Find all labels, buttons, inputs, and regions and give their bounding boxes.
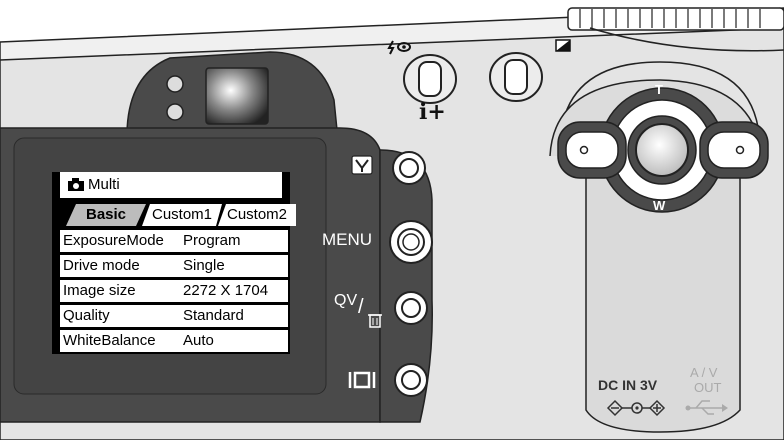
dc-in-label: DC IN 3V [598,377,658,393]
zoom-tele-label: T [655,82,663,97]
menu-row-drive-mode[interactable]: Drive mode Single [60,255,288,277]
qv-label: QV [334,292,358,309]
qv-slash: / [358,296,364,318]
camera-icon [68,178,84,191]
menu-row-white-balance[interactable]: WhiteBalance Auto [60,330,288,352]
zoom-wide-label: W [653,198,666,213]
menu-title: Multi [88,176,120,193]
exposure-compensation-button[interactable] [489,52,543,102]
menu-row-exposure-mode[interactable]: ExposureMode Program [60,230,288,252]
flash-mode-button[interactable] [403,54,457,104]
display-mode-icon [348,371,376,389]
tab-custom1[interactable]: Custom1 [142,204,222,226]
macro-button[interactable] [392,151,426,185]
display-button[interactable] [394,363,428,397]
zoom-center-button[interactable] [635,123,689,177]
menu-label: MENU [322,230,373,249]
exposure-comp-icon [555,39,571,52]
dc-in-polarity-icon [606,399,666,417]
trash-icon [368,314,382,328]
flash-redeye-icon [387,40,411,55]
menu-title-bar: Multi [60,172,282,198]
qv-delete-button[interactable] [394,291,428,325]
menu-tabs: Basic Custom1 Custom2 [60,204,296,226]
tab-basic[interactable]: Basic [66,204,146,226]
menu-button[interactable] [389,220,433,264]
menu-row-image-size[interactable]: Image size 2272 X 1704 [60,280,288,302]
info-display-label: i+ [419,99,446,125]
usb-icon [685,400,728,415]
av-out-label-bottom: OUT [694,380,722,395]
av-out-label-top: A / V [690,365,718,380]
mode-dial[interactable] [567,7,784,31]
menu-row-quality[interactable]: Quality Standard [60,305,288,327]
tab-custom2[interactable]: Custom2 [218,204,296,226]
lcd-screen: Multi Basic Custom1 Custom2 ExposureMode… [52,172,296,354]
macro-icon [351,155,373,175]
